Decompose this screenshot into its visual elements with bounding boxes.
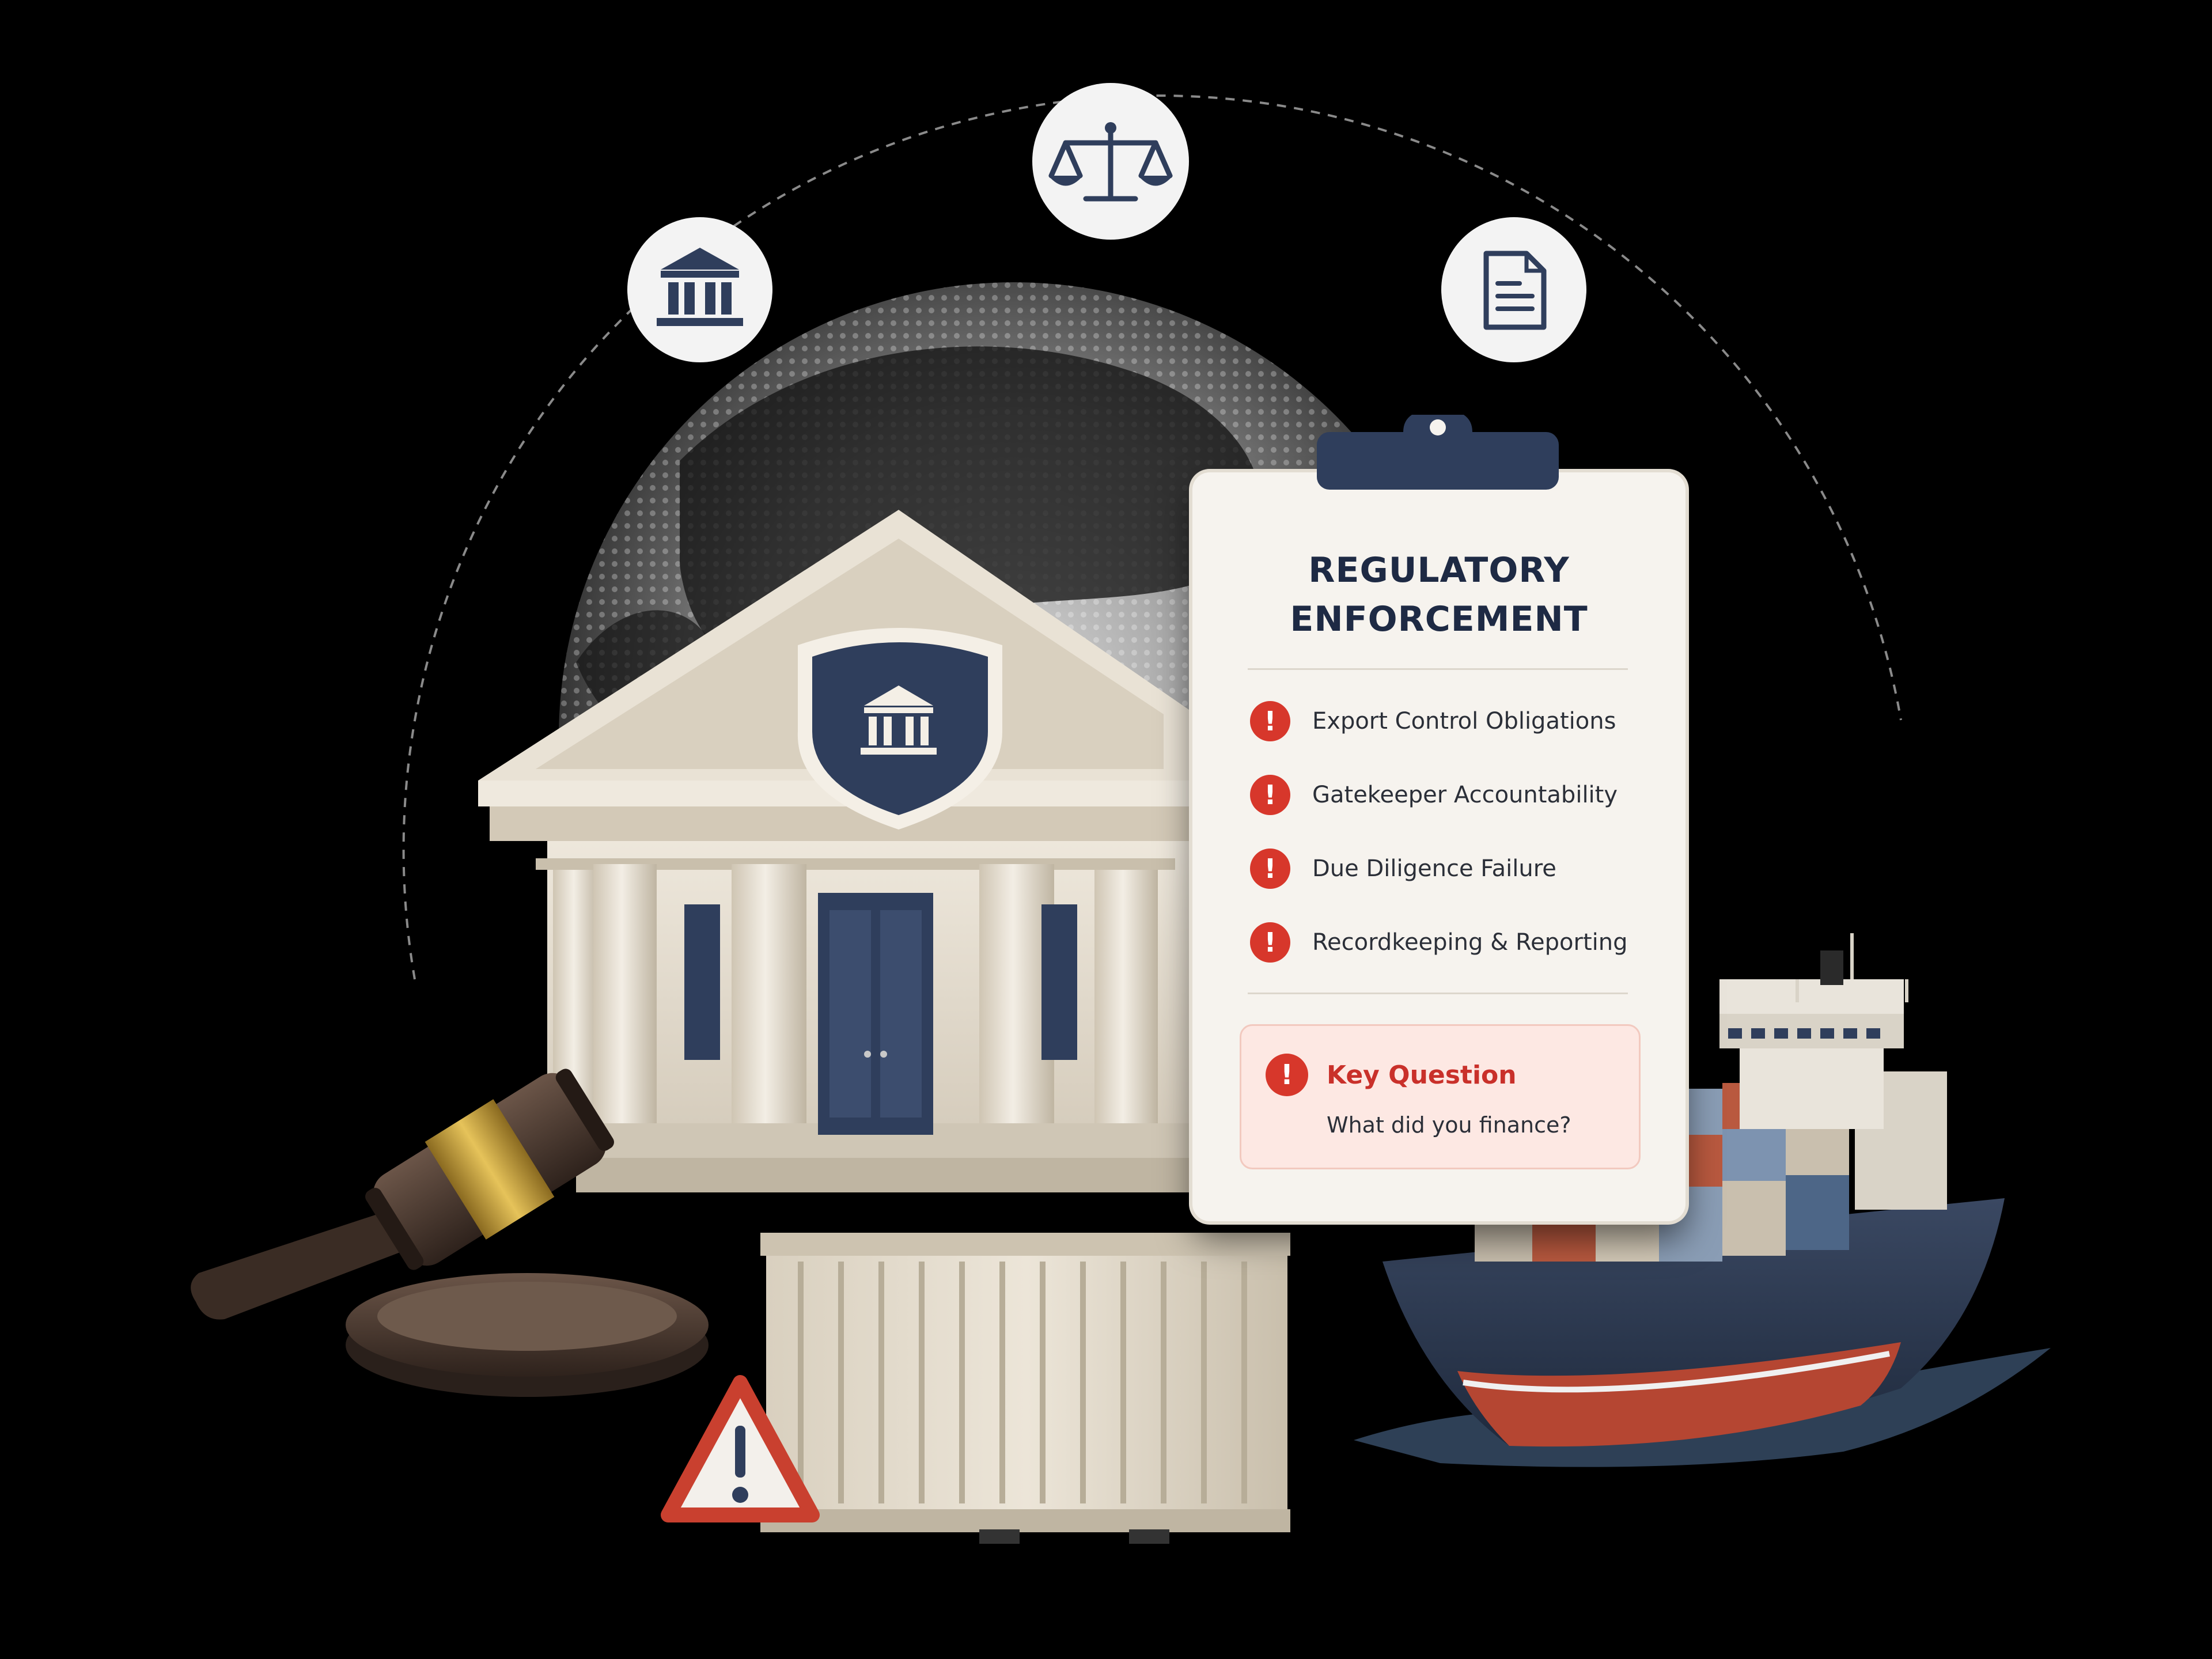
bank-icon — [627, 217, 772, 362]
regulatory-enforcement-card: REGULATORY ENFORCEMENT ! Export Control … — [1192, 415, 1685, 1221]
key-question-text: What did you finance? — [1327, 1112, 1571, 1138]
document-icon — [1441, 217, 1586, 362]
alert-icon: ! — [1250, 849, 1290, 889]
list-item-gatekeeper: ! Gatekeeper Accountability — [1250, 772, 1618, 818]
card-title-line-1: REGULATORY — [1308, 550, 1570, 590]
warning-triangle-icon — [661, 1375, 820, 1522]
list-item-recordkeeping: ! Recordkeeping & Reporting — [1250, 919, 1627, 965]
list-item-label: Gatekeeper Accountability — [1312, 782, 1618, 808]
government-building — [478, 510, 1227, 1192]
list-item-label: Due Diligence Failure — [1312, 855, 1556, 882]
clipboard-clip — [1317, 415, 1559, 490]
key-question-box: ! Key Question What did you finance? — [1240, 1024, 1641, 1169]
list-item-due-diligence: ! Due Diligence Failure — [1250, 846, 1556, 892]
alert-icon: ! — [1250, 922, 1290, 963]
list-item-export-control: ! Export Control Obligations — [1250, 698, 1616, 744]
gavel — [191, 1069, 709, 1397]
alert-icon: ! — [1250, 775, 1290, 815]
list-item-label: Export Control Obligations — [1312, 708, 1616, 734]
alert-icon: ! — [1250, 701, 1290, 741]
card-title-line-2: ENFORCEMENT — [1290, 599, 1588, 639]
key-question-alert-icon: ! — [1266, 1054, 1308, 1096]
card-divider-bottom — [1248, 993, 1628, 994]
shipping-container — [760, 1233, 1290, 1544]
orbit-dashed-arc — [402, 94, 1902, 980]
key-question-title: Key Question — [1327, 1060, 1517, 1090]
scales-icon — [1032, 83, 1189, 240]
list-item-label: Recordkeeping & Reporting — [1312, 929, 1628, 956]
card-divider-top — [1248, 668, 1628, 670]
